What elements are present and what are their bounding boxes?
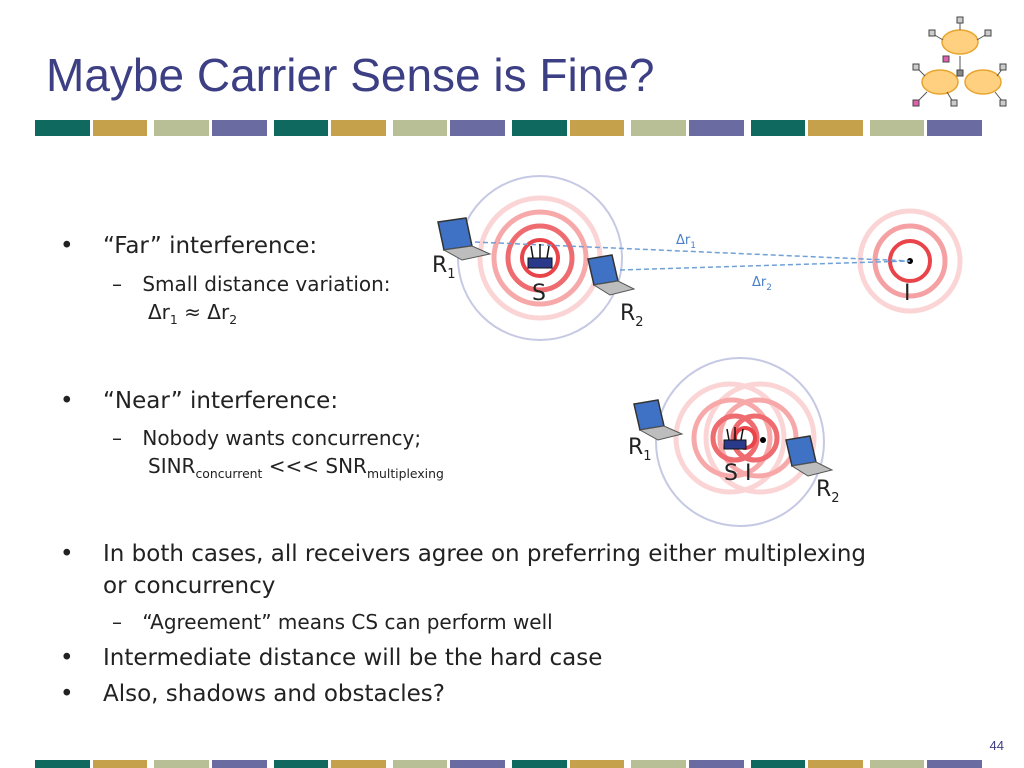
bullet-shadows: • Also, shadows and obstacles? xyxy=(60,681,445,707)
near-laptop-r1-icon xyxy=(633,399,684,441)
label-delta-r2: Δr2 xyxy=(752,275,772,293)
sub-bullet-far-2: Δr1 ≈ Δr2 xyxy=(148,300,237,327)
label-r2: R2 xyxy=(620,301,644,330)
near-label-si: S I xyxy=(724,461,751,486)
access-point-icon xyxy=(527,244,553,269)
laptop-r2-icon xyxy=(587,254,636,296)
label-delta-r1: Δr1 xyxy=(676,233,696,251)
network-logo-icon xyxy=(912,16,1007,107)
bottom-decorative-stripe xyxy=(35,760,985,768)
far-interference-diagram: R1 S R2 I Δr1 Δr2 xyxy=(432,175,963,341)
near-label-r1: R1 xyxy=(628,435,652,464)
sinr-subscript: concurrent xyxy=(195,466,263,481)
label-r1: R1 xyxy=(432,253,456,282)
label-i: I xyxy=(904,281,911,306)
bullet-near-heading: “Near” interference: xyxy=(103,388,339,414)
bullet-shadows-text: Also, shadows and obstacles? xyxy=(103,681,445,707)
label-s: S xyxy=(532,281,546,306)
bullet-intermediate: • Intermediate distance will be the hard… xyxy=(60,645,603,671)
near-interference-diagram: R1 S I R2 xyxy=(628,357,840,527)
snr-label: <<< SNR xyxy=(262,454,367,478)
delta-r2-link xyxy=(619,260,911,271)
sub-bullet-agreement: – “Agreement” means CS can perform well xyxy=(112,610,553,634)
near-access-point-icon xyxy=(723,427,747,450)
bullet-both-line2: or concurrency xyxy=(103,573,276,599)
bullet-both-cases: • In both cases, all receivers agree on … xyxy=(60,541,867,567)
near-range-circle xyxy=(655,357,825,527)
sub-bullet-near-1: – Nobody wants concurrency; xyxy=(112,426,422,450)
delta-r1-link xyxy=(474,241,911,262)
near-label-r2: R2 xyxy=(816,477,840,506)
delta-r1-subscript: 1 xyxy=(169,312,178,327)
bullet-far-heading: “Far” interference: xyxy=(103,233,318,259)
interferer-signal-rings xyxy=(857,208,963,314)
delta-r2-subscript: 2 xyxy=(229,312,238,327)
sub-bullet-near-text: Nobody wants concurrency; xyxy=(142,426,422,450)
bullet-both-line1: In both cases, all receivers agree on pr… xyxy=(103,541,867,567)
sub-bullet-agreement-text: “Agreement” means CS can perform well xyxy=(142,610,553,634)
near-laptop-r2-icon xyxy=(785,435,834,477)
top-decorative-stripe xyxy=(35,120,985,136)
page-number: 44 xyxy=(989,738,1004,753)
sub-bullet-far-1: – Small distance variation: xyxy=(112,272,391,296)
sub-bullet-near-2: SINRconcurrent <<< SNRmultiplexing xyxy=(148,454,444,481)
sub-bullet-far-text: Small distance variation: xyxy=(142,272,391,296)
bullet-intermediate-text: Intermediate distance will be the hard c… xyxy=(103,645,603,671)
bullet-far: • “Far” interference: xyxy=(60,233,318,259)
sinr-label: SINR xyxy=(148,454,196,478)
delta-r1-label: Δr xyxy=(148,300,170,324)
snr-subscript: multiplexing xyxy=(366,466,444,481)
laptop-r1-icon xyxy=(437,217,492,261)
approx-delta-r2-label: ≈ Δr xyxy=(177,300,230,324)
near-interferer-dot xyxy=(760,437,766,443)
slide-title: Maybe Carrier Sense is Fine? xyxy=(46,49,655,101)
bullet-near: • “Near” interference: xyxy=(60,388,339,414)
